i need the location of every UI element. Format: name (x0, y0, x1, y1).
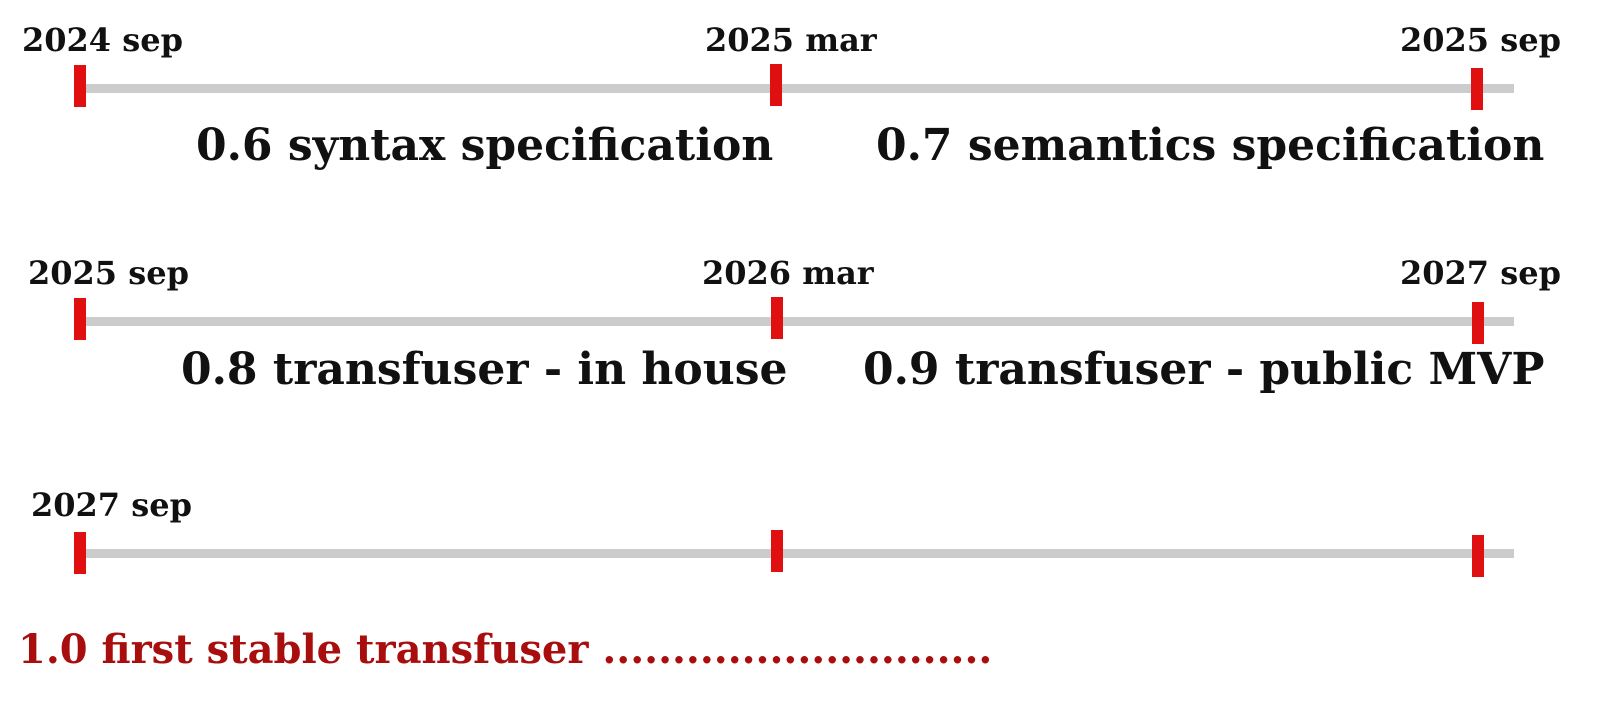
tick-mark-mid (771, 297, 783, 339)
date-label-mid: 2025 mar (705, 21, 877, 59)
timeline-track (82, 317, 1514, 326)
final-milestone-label: 1.0 first stable transfuser ............… (18, 626, 993, 673)
phase-label-right: 0.9 transfuser - public MVP (863, 344, 1545, 395)
date-label-start: 2024 sep (22, 21, 183, 59)
date-label-start: 2027 sep (31, 486, 192, 524)
tick-mark-start (74, 65, 86, 107)
timeline-track (82, 549, 1514, 558)
date-label-start: 2025 sep (28, 254, 189, 292)
tick-mark-mid (770, 64, 782, 106)
timeline-track (82, 84, 1514, 93)
tick-mark-start (74, 532, 86, 574)
phase-label-left: 0.6 syntax specification (196, 120, 774, 171)
phase-label-left: 0.8 transfuser - in house (181, 344, 788, 395)
tick-mark-end (1472, 535, 1484, 577)
tick-mark-end (1472, 302, 1484, 344)
tick-mark-end (1471, 68, 1483, 110)
date-label-end: 2025 sep (1400, 21, 1561, 59)
tick-mark-mid (771, 530, 783, 572)
date-label-mid: 2026 mar (702, 254, 874, 292)
tick-mark-start (74, 298, 86, 340)
date-label-end: 2027 sep (1400, 254, 1561, 292)
phase-label-right: 0.7 semantics specification (876, 120, 1545, 171)
